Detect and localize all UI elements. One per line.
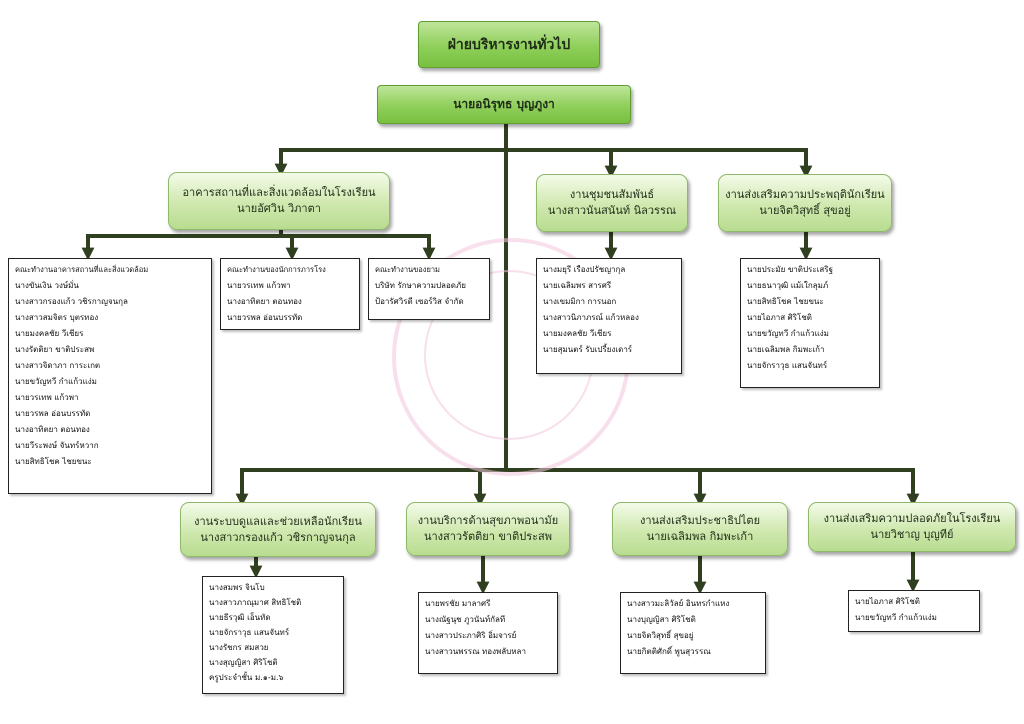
list-item: นางสาวนพรรณ ทองพลับหลา — [425, 647, 526, 656]
list-item: นายวรเทพ แก้วพา — [227, 281, 291, 290]
dept-safety-box: งานส่งเสริมความปลอดภัยในโรงเรียน นายวิชา… — [808, 502, 1016, 552]
list-item: นายจักราวุธ แสนจันทร์ — [747, 361, 828, 370]
top-title: ฝ่ายบริหารงานทั่วไป — [447, 36, 571, 53]
dept-community-person: นางสาวนันสนันท์ นิลวรรณ — [547, 204, 677, 217]
list-item: นางมยุรี เรืองปรัชญากุล — [543, 265, 626, 274]
dept-facilities-box: อาคารสถานที่และสิ่งแวดล้อมในโรงเรียน นาย… — [168, 172, 390, 230]
list-item: นางอาทิตยา ตอนทอง — [15, 425, 90, 434]
list-item: นางสาวสมจิตร บุตรทอง — [15, 313, 99, 322]
dept-care-person: นางสาวกรองแก้ว วชิรกาญจนกุล — [200, 530, 356, 544]
list-item: นายขวัญทวี กำแก้วแง่ม — [855, 613, 937, 622]
dept-conduct-title: งานส่งเสริมความประพฤตินักเรียน — [725, 188, 885, 201]
health-members-list: นายพรชัย มาลาศรี นางณัฐนุช ภูวนันท์กัลที… — [418, 592, 558, 674]
care-members-list: นางสมพร จินโบ นางสาวภาณุมาศ สิทธิโชติ นา… — [202, 576, 344, 694]
dept-facilities-person: นายอัศวิน วิภาตา — [237, 202, 321, 215]
dept-safety-title: งานส่งเสริมความปลอดภัยในโรงเรียน — [823, 512, 1001, 525]
list-item: นางเขมมิกา การนอก — [543, 297, 617, 306]
list-item: นายไอภาส ศิริโชติ — [855, 597, 920, 606]
list-item: นายสิทธิโชค ไชยขนะ — [747, 297, 824, 306]
list-item: ป้อารัศวิรดี เซอร์วิส จำกัด — [375, 297, 464, 306]
dept-democracy-person: นายเฉลิมพล กิมพะเก้า — [646, 530, 754, 543]
list-item: นายพรชัย มาลาศรี — [425, 599, 491, 608]
dept-facilities-title: อาคารสถานที่และสิ่งแวดล้อมในโรงเรียน — [182, 186, 376, 199]
list-item: นายธนาวุฒิ แม้เใกลุมภ์ — [747, 281, 829, 290]
list-item: นางสาวจิดาภา การะเกต — [15, 361, 101, 370]
list-item: นายไอภาส ศิริโชติ — [747, 313, 812, 322]
list-item: นายวรพล อ่อนบรรทัด — [227, 313, 303, 322]
top-box: ฝ่ายบริหารงานทั่วไป — [418, 21, 600, 68]
conduct-members-list: นายประมัย ขาติประเสริฐ นายธนาวุฒิ แม้เใก… — [740, 258, 880, 388]
dept-democracy-title: งานส่งเสริมประชาธิปไตย — [639, 514, 761, 527]
list-item: นายสิทธิโชค ไชยขนะ — [15, 457, 92, 466]
democracy-members-list: นางสาวมะลิวัลย์ อินทรกำแหง นางบุญญิสา ศิ… — [620, 592, 766, 674]
dept-care-title: งานระบบดูแลและช่วยเหลือนักเรียน — [194, 514, 362, 528]
list-item: นายขวัญทวี กำแก้วแง่ม — [747, 329, 829, 338]
list-item: นายมงคลชัย วีเชียร — [15, 329, 84, 338]
list-item: นางรัตติยา ขาติประสพ — [15, 345, 95, 354]
list-item: นางสาวประภาศิริ อิ่มจารย์ — [425, 631, 517, 640]
list-item: นายวรเทพ แก้วพา — [15, 393, 79, 402]
list-item: นางสมพร จินโบ — [209, 583, 265, 592]
dept-care-box: งานระบบดูแลและช่วยเหลือนักเรียน นางสาวกร… — [180, 502, 376, 557]
list-item: นายธีรวุฒิ เอ็นทัด — [209, 613, 271, 622]
list-item: นายสุมนตร์ รับเปรี้ยงเดาร์ — [543, 345, 633, 354]
list-item: นายมงคลชัย วีเชียร — [543, 329, 612, 338]
dept-health-box: งานบริการด้านสุขภาพอนามัย นางสาวรัตติยา … — [406, 502, 570, 556]
list-item: นายจักราวุธ แสนจันทร์ — [209, 628, 290, 637]
list-item: นายวีระพงษ์ จันทร์หวาก — [15, 441, 99, 450]
list-item: นายเฉลิมพล กิมพะเก้า — [747, 345, 825, 354]
list-item: นางสาวนิภาภรณ์ แก้วหลอง — [543, 313, 639, 322]
security-committee-list: คณะทำงานของยาม บริษัท รักษาความปลอดภัย ป… — [368, 258, 490, 320]
list-item: นางสาวกรองแก้ว วชิรกาญจนกุล — [15, 297, 128, 306]
list-item: นางณัฐนุช ภูวนันท์กัลที — [425, 615, 506, 624]
list-title: คณะทำงานของยาม — [375, 265, 441, 274]
list-title: คณะทำงานของนักการภารโรง — [227, 265, 326, 274]
list-item: นางบุญญิสา ศิริโชติ — [627, 615, 696, 624]
dept-community-box: งานชุมชนสัมพันธ์ นางสาวนันสนันท์ นิลวรรณ — [536, 174, 688, 232]
safety-members-list: นายไอภาส ศิริโชติ นายขวัญทวี กำแก้วแง่ม — [848, 590, 980, 632]
head-name: นายอนิรุทธ บุญภูงา — [453, 97, 555, 111]
list-item: ครูประจำชั้น ม.๑-ม.๖ — [209, 673, 284, 682]
dept-health-title: งานบริการด้านสุขภาพอนามัย — [417, 514, 559, 527]
list-item: นางขันเงิน วงษ์มั่น — [15, 281, 79, 290]
list-item: นายเฉลิมพร สารศรี — [543, 281, 612, 290]
list-item: นายกิตติศักดิ์ พูนสุวรรณ — [627, 647, 711, 656]
list-item: บริษัท รักษาความปลอดภัย — [375, 281, 466, 290]
list-item: นายจิตวิสุทธิ์ สุขอยู่ — [627, 631, 694, 640]
dept-democracy-box: งานส่งเสริมประชาธิปไตย นายเฉลิมพล กิมพะเ… — [612, 502, 788, 556]
head-box: นายอนิรุทธ บุญภูงา — [377, 85, 631, 124]
dept-conduct-box: งานส่งเสริมความประพฤตินักเรียน นายจิตวิส… — [718, 174, 892, 232]
list-title: คณะทำงานอาคารสถานที่และสิ่งแวดล้อม — [15, 265, 149, 274]
list-item: นายขวัญทวี กำแก้วแง่ม — [15, 377, 97, 386]
dept-health-person: นางสาวรัตติยา ขาติประสพ — [423, 530, 553, 543]
list-item: นางอาทิตยา ตอนทอง — [227, 297, 302, 306]
list-item: นายประมัย ขาติประเสริฐ — [747, 265, 833, 274]
janitor-committee-list: คณะทำงานของนักการภารโรง นายวรเทพ แก้วพา … — [220, 258, 360, 330]
facilities-committee-list: คณะทำงานอาคารสถานที่และสิ่งแวดล้อม นางขั… — [8, 258, 212, 494]
list-item: นายวรพล อ่อนบรรทัด — [15, 409, 91, 418]
dept-safety-person: นายวิชาญ บุญทีย์ — [870, 528, 954, 541]
list-item: นางรัชกร สมสวย — [209, 643, 269, 652]
community-members-list: นางมยุรี เรืองปรัชญากุล นายเฉลิมพร สารศร… — [536, 258, 682, 374]
dept-conduct-person: นายจิตวิสุทธิ์ สุขอยู่ — [759, 204, 851, 217]
list-item: นางสาวมะลิวัลย์ อินทรกำแหง — [627, 599, 730, 608]
list-item: นางสาวภาณุมาศ สิทธิโชติ — [209, 598, 302, 607]
dept-community-title: งานชุมชนสัมพันธ์ — [569, 188, 655, 201]
list-item: นางสุญญิสา ศิริโชติ — [209, 658, 278, 667]
